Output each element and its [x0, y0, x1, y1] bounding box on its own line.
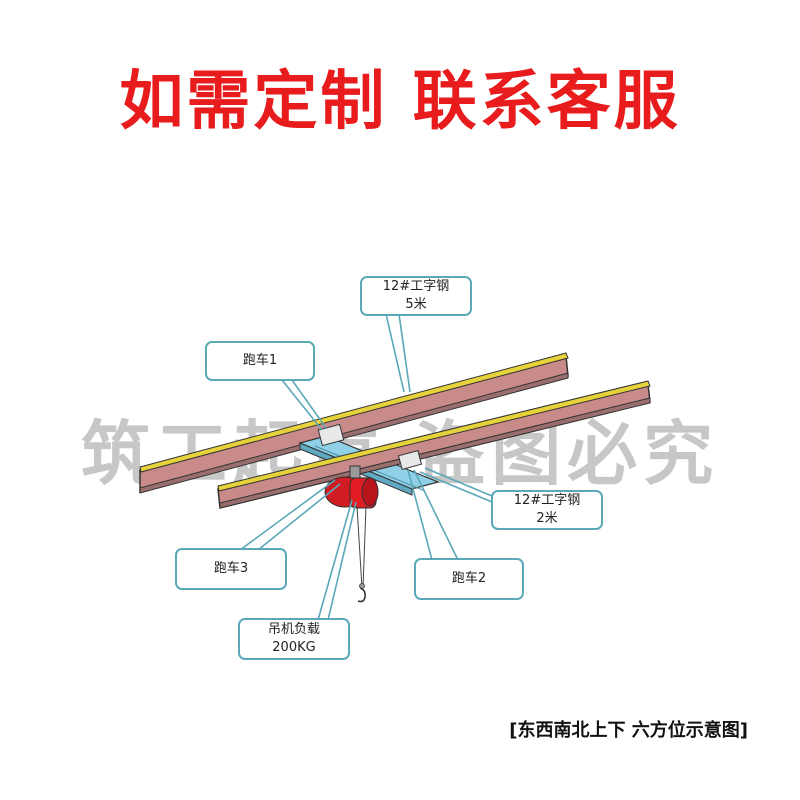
callout-beam-2m: 12#工字钢 2米	[491, 490, 603, 530]
callout-hoist-label: 吊机负载	[267, 622, 320, 637]
callout-trolley-1: 跑车1	[205, 341, 315, 381]
i-beam-5m	[139, 352, 569, 494]
callout-trolley-1-label: 跑车1	[242, 353, 278, 368]
callout-trolley-3-label: 跑车3	[213, 561, 249, 576]
callout-beam-2m-spec: 12#工字钢	[513, 493, 581, 508]
callout-trolley-2: 跑车2	[414, 558, 524, 600]
callout-trolley-3: 跑车3	[175, 548, 287, 590]
callout-trolley-2-label: 跑车2	[451, 571, 487, 586]
callout-beam-5m: 12#工字钢 5米	[360, 276, 472, 316]
trolley-1	[317, 423, 345, 447]
electric-hoist	[324, 465, 379, 603]
leader-lines	[239, 313, 493, 621]
callout-beam-5m-length: 5米	[405, 297, 427, 312]
title-banner: 如需定制 联系客服	[119, 65, 681, 139]
i-beam-2m	[217, 380, 651, 509]
callout-beam-2m-length: 2米	[536, 511, 558, 526]
trolley-2	[397, 450, 423, 470]
callout-hoist-load: 200KG	[272, 640, 316, 655]
callout-hoist: 吊机负载 200KG	[238, 618, 350, 660]
footer-note: [东西南北上下 六方位示意图]	[509, 720, 748, 741]
callout-beam-5m-spec: 12#工字钢	[382, 279, 450, 294]
